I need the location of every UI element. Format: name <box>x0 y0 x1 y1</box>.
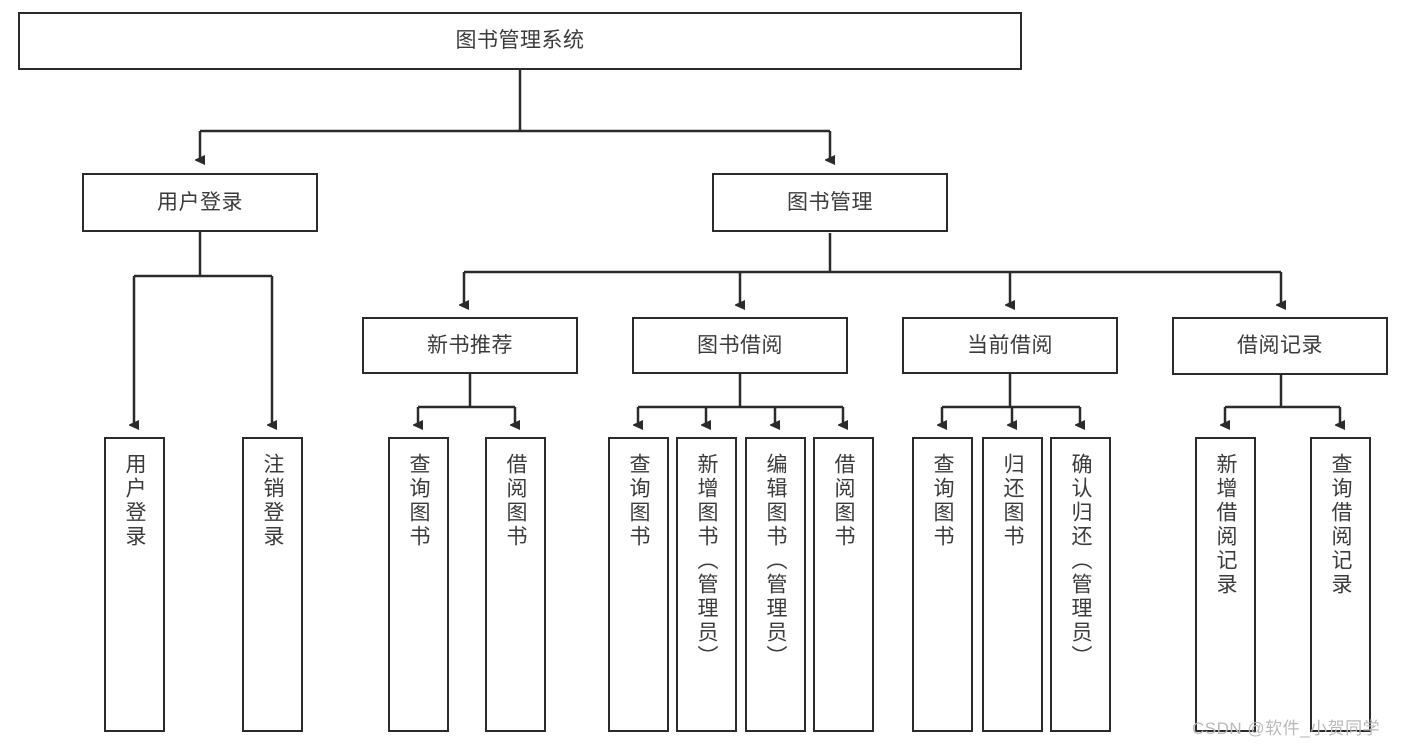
node-borrow-record-label: 借阅记录 <box>1237 334 1323 358</box>
node-leaf-return-book-label: 归还图书 <box>1001 453 1024 549</box>
node-leaf-query-book-2-label: 查询图书 <box>627 453 650 549</box>
node-book-management-label: 图书管理 <box>787 190 873 214</box>
node-leaf-logout-login-label: 注销登录 <box>261 453 284 549</box>
node-leaf-query-book-2[interactable]: 查询图书 <box>608 437 669 732</box>
node-new-book-recommend-label: 新书推荐 <box>427 333 513 357</box>
node-leaf-confirm-return[interactable]: 确认归还（管理员） <box>1050 437 1111 732</box>
node-current-borrow[interactable]: 当前借阅 <box>902 317 1118 374</box>
node-leaf-confirm-return-label: 确认归还（管理员） <box>1069 453 1092 669</box>
node-leaf-query-record-label: 查询借阅记录 <box>1329 453 1352 597</box>
node-leaf-query-book-1[interactable]: 查询图书 <box>388 437 449 732</box>
node-root[interactable]: 图书管理系统 <box>18 12 1022 70</box>
node-root-label: 图书管理系统 <box>455 29 585 53</box>
csdn-watermark: CSDN @软件_小贺同学 <box>1192 719 1381 738</box>
node-leaf-logout-login[interactable]: 注销登录 <box>242 437 303 732</box>
node-leaf-edit-book-label: 编辑图书（管理员） <box>764 453 787 669</box>
node-book-management[interactable]: 图书管理 <box>712 173 948 232</box>
node-leaf-add-book[interactable]: 新增图书（管理员） <box>676 437 737 732</box>
node-leaf-user-login-label: 用户登录 <box>123 453 146 549</box>
node-leaf-query-record[interactable]: 查询借阅记录 <box>1310 437 1371 732</box>
node-leaf-return-book[interactable]: 归还图书 <box>982 437 1043 732</box>
node-current-borrow-label: 当前借阅 <box>967 333 1053 357</box>
node-leaf-query-book-3[interactable]: 查询图书 <box>912 437 973 732</box>
node-leaf-query-book-1-label: 查询图书 <box>407 453 430 549</box>
node-leaf-edit-book[interactable]: 编辑图书（管理员） <box>745 437 806 732</box>
connector-lines <box>134 70 1340 425</box>
node-leaf-add-record[interactable]: 新增借阅记录 <box>1195 437 1256 732</box>
node-book-borrow[interactable]: 图书借阅 <box>632 317 848 374</box>
node-book-borrow-label: 图书借阅 <box>697 333 783 357</box>
node-leaf-user-login[interactable]: 用户登录 <box>104 437 165 732</box>
node-leaf-add-book-label: 新增图书（管理员） <box>695 453 718 669</box>
node-user-login-label: 用户登录 <box>157 190 243 214</box>
node-new-book-recommend[interactable]: 新书推荐 <box>362 317 578 374</box>
node-user-login[interactable]: 用户登录 <box>82 173 318 232</box>
node-leaf-borrow-book-1-label: 借阅图书 <box>504 453 527 549</box>
node-borrow-record[interactable]: 借阅记录 <box>1172 317 1388 375</box>
node-leaf-add-record-label: 新增借阅记录 <box>1214 453 1237 597</box>
node-leaf-borrow-book-2-label: 借阅图书 <box>832 453 855 549</box>
node-leaf-borrow-book-1[interactable]: 借阅图书 <box>485 437 546 732</box>
node-leaf-query-book-3-label: 查询图书 <box>931 453 954 549</box>
node-leaf-borrow-book-2[interactable]: 借阅图书 <box>813 437 874 732</box>
